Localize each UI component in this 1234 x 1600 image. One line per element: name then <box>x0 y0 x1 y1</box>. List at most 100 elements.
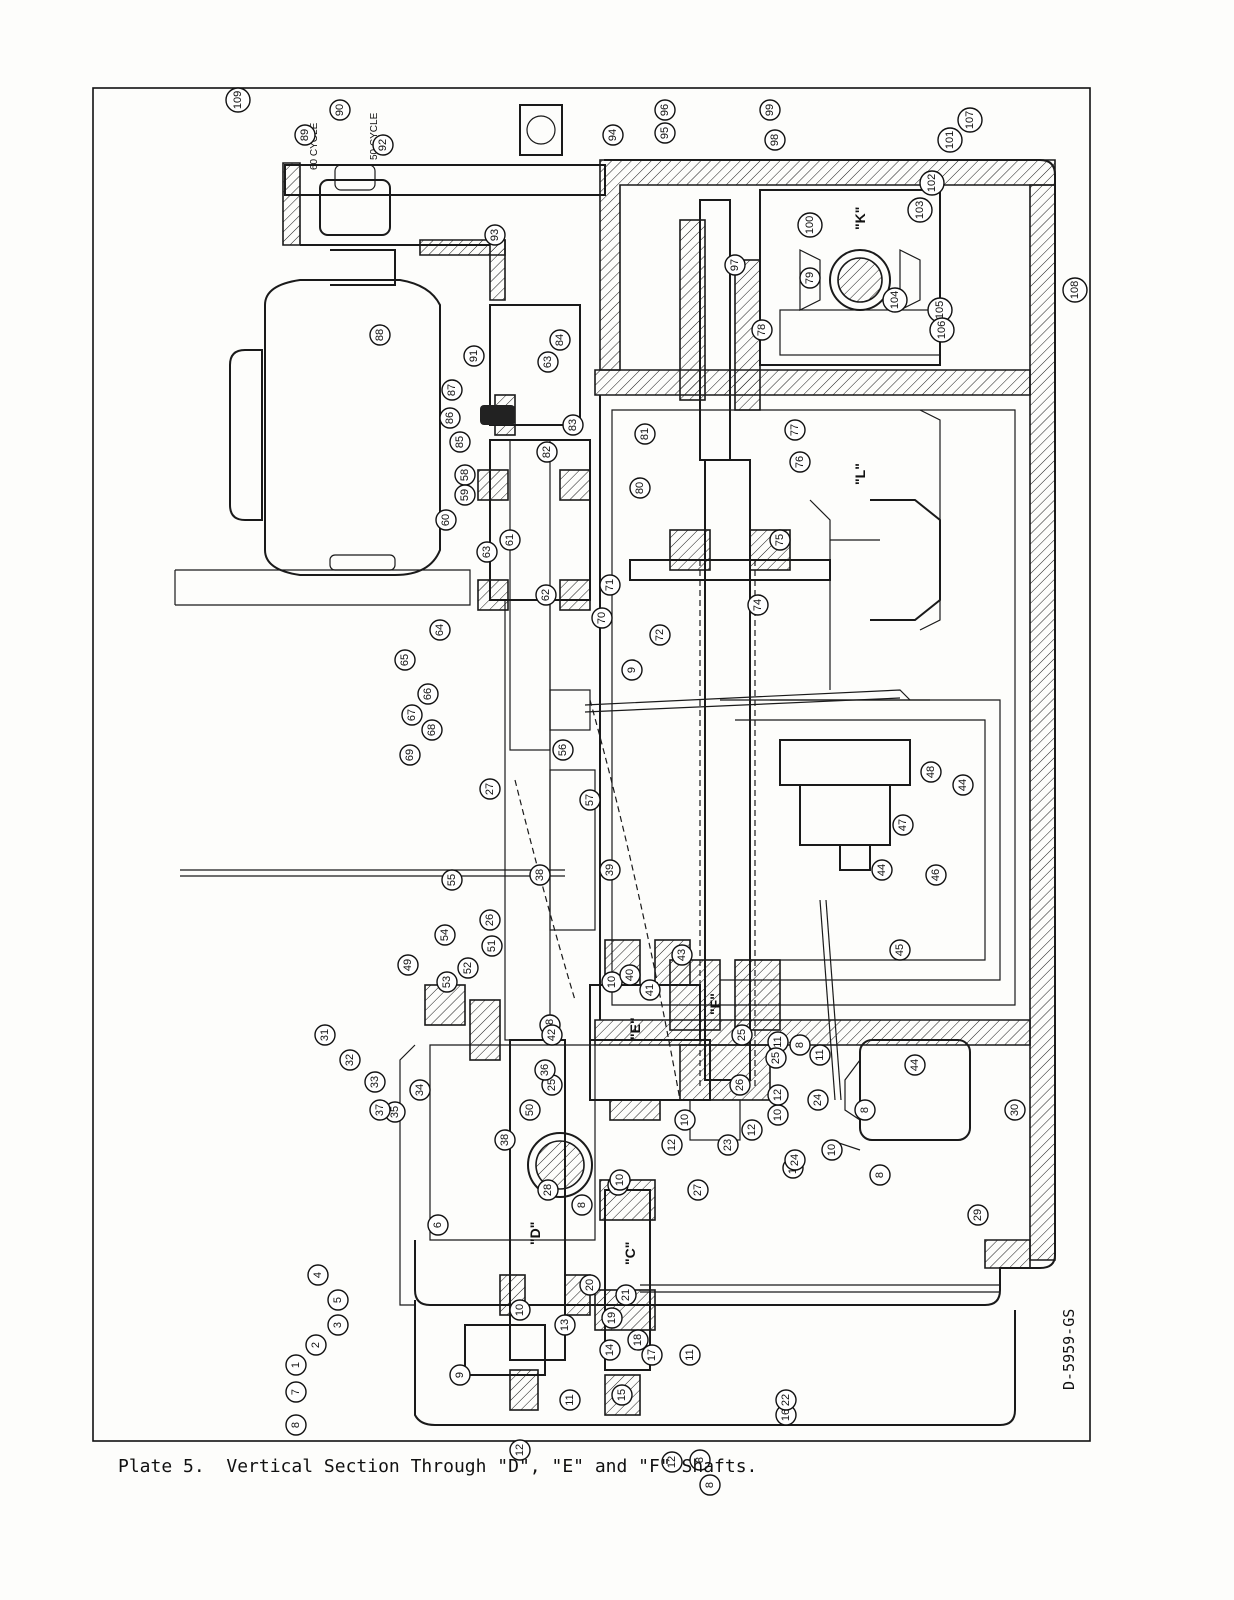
drawing-frame <box>92 87 1091 1442</box>
callout-number: 25 <box>546 1079 558 1091</box>
callout-number: 72 <box>654 629 666 641</box>
callout-balloon: 45 <box>889 939 911 961</box>
callout-number: 53 <box>441 976 453 988</box>
callout-number: 84 <box>554 334 566 346</box>
sixty-cycle-label: 60 CYCLE <box>309 122 320 170</box>
callout-number: 35 <box>389 1106 401 1118</box>
callout-number: 42 <box>546 1029 558 1041</box>
callout-number: 109 <box>232 91 244 109</box>
callout-number: 12 <box>772 1089 784 1101</box>
callout-balloon: 37 <box>369 1099 391 1121</box>
callout-balloon: 44 <box>952 774 974 796</box>
callout-balloon: 32 <box>339 1049 361 1071</box>
callout-balloon: 63 <box>537 351 559 373</box>
callout-number: 98 <box>769 134 781 146</box>
callout-number: 10 <box>826 1144 838 1156</box>
callout-balloon: 80 <box>629 477 651 499</box>
callout-number: 92 <box>377 139 389 151</box>
callout-number: 8 <box>694 1457 706 1463</box>
callout-number: 37 <box>374 1104 386 1116</box>
callout-number: 20 <box>584 1279 596 1291</box>
callout-balloon: 105 <box>927 297 953 323</box>
callout-balloon: 8 <box>571 1194 593 1216</box>
callout-number: 25 <box>736 1029 748 1041</box>
callout-balloon: 26 <box>479 909 501 931</box>
callout-number: 25 <box>770 1052 782 1064</box>
callout-number: 76 <box>794 456 806 468</box>
callout-number: 39 <box>604 864 616 876</box>
callout-balloon: 61 <box>499 529 521 551</box>
callout-balloon: 55 <box>441 869 463 891</box>
callout-number: 44 <box>957 779 969 791</box>
callout-balloon: 38 <box>529 864 551 886</box>
callout-balloon: 33 <box>364 1071 386 1093</box>
callout-balloon: 85 <box>449 431 471 453</box>
callout-number: 81 <box>639 428 651 440</box>
callout-number: 9 <box>454 1372 466 1378</box>
callout-balloon: 46 <box>925 864 947 886</box>
callout-balloon: 98 <box>764 129 786 151</box>
callout-balloon: 76 <box>789 451 811 473</box>
callout-balloon: 3 <box>327 1314 349 1336</box>
callout-balloon: 8 <box>789 1034 811 1056</box>
callout-balloon: 1 <box>285 1354 307 1376</box>
callout-balloon: 6 <box>427 1214 449 1236</box>
callout-balloon: 57 <box>579 789 601 811</box>
callout-balloon: 25 <box>765 1047 787 1069</box>
callout-number: 69 <box>404 749 416 761</box>
callout-number: 107 <box>964 111 976 129</box>
callout-number: 60 <box>440 514 452 526</box>
callout-balloon: 31 <box>314 1024 336 1046</box>
callout-number: 16 <box>780 1409 792 1421</box>
callout-number: 10 <box>614 1174 626 1186</box>
callout-balloon: 30 <box>1004 1099 1026 1121</box>
upper-shaft <box>477 304 681 1101</box>
callout-balloon: 103 <box>907 197 933 223</box>
callout-number: 99 <box>764 104 776 116</box>
callout-number: 11 <box>564 1394 576 1405</box>
callout-number: 11 <box>814 1049 826 1060</box>
callout-balloon: 68 <box>421 719 443 741</box>
callout-balloon: 24 <box>784 1149 806 1171</box>
callout-balloon: 96 <box>654 99 676 121</box>
callout-balloons: 1234567888888899101010101010101011111111… <box>225 87 1088 1496</box>
callout-number: 21 <box>620 1289 632 1301</box>
callout-number: 104 <box>889 291 901 309</box>
callout-number: 78 <box>756 324 768 336</box>
callout-number: 27 <box>484 783 496 795</box>
callout-balloon: 102 <box>919 170 945 196</box>
callout-number: 74 <box>752 599 764 611</box>
callout-balloon: 48 <box>920 761 942 783</box>
callout-balloon: 58 <box>454 464 476 486</box>
callout-balloon: 27 <box>687 1179 709 1201</box>
callout-balloon: 44 <box>871 859 893 881</box>
callout-number: 63 <box>542 356 554 368</box>
callout-balloon: 10 <box>509 1299 531 1321</box>
callout-balloon: 75 <box>769 529 791 551</box>
callout-balloon: 8 <box>285 1414 307 1436</box>
callout-number: 62 <box>540 589 552 601</box>
callout-number: 10 <box>606 976 618 988</box>
callout-number: 15 <box>616 1389 628 1401</box>
callout-number: 12 <box>746 1124 758 1136</box>
callout-balloon: 60 <box>435 509 457 531</box>
callout-number: 8 <box>794 1042 806 1048</box>
callout-number: 17 <box>646 1349 658 1361</box>
callout-number: 34 <box>414 1084 426 1096</box>
callout-number: 11 <box>684 1349 696 1360</box>
callout-balloon: 10 <box>767 1104 789 1126</box>
callout-number: 26 <box>484 914 496 926</box>
callout-balloon: 47 <box>892 814 914 836</box>
callout-number: 24 <box>812 1094 824 1106</box>
oil-lines <box>180 689 911 1151</box>
callout-number: 10 <box>679 1114 691 1126</box>
callout-balloon: 10 <box>609 1169 631 1191</box>
callout-balloon: 42 <box>541 1024 563 1046</box>
callout-balloon: 49 <box>397 954 419 976</box>
callout-number: 55 <box>446 874 458 886</box>
callout-balloon: 104 <box>882 287 908 313</box>
callout-balloon: 12 <box>741 1119 763 1141</box>
callout-number: 46 <box>930 869 942 881</box>
callout-balloon: 24 <box>807 1089 829 1111</box>
